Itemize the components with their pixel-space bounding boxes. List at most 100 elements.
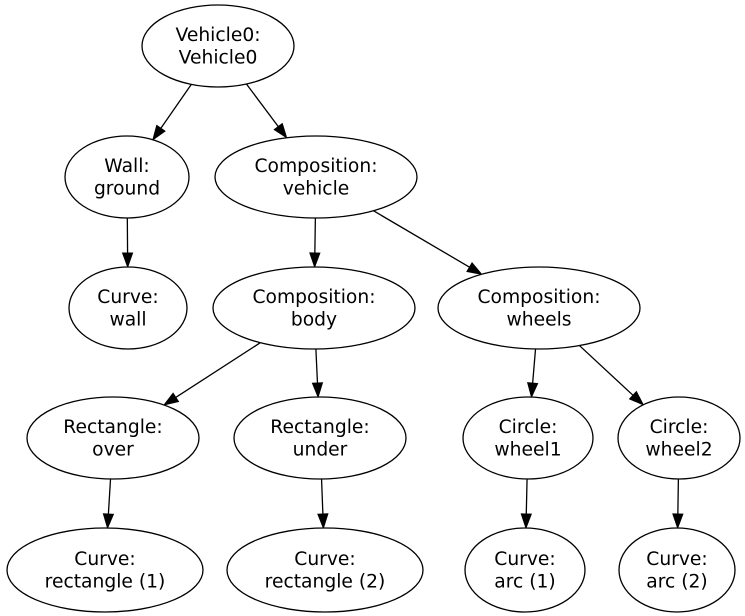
node-ellipse: [462, 396, 594, 480]
node-label: Curve:rectangle (2): [265, 549, 386, 593]
node-label-line: wheel2: [645, 440, 712, 461]
arrowhead-icon: [520, 513, 532, 530]
node-label: Curve:rectangle (1): [45, 549, 166, 593]
node-label-line: over: [92, 440, 134, 461]
node-composition-body: Composition:body: [212, 266, 416, 350]
edge-composition-vehicle-to-composition-body: [309, 217, 321, 269]
node-label: Wall:ground: [94, 156, 160, 200]
node-label: Composition:body: [252, 287, 375, 331]
edge-line: [531, 348, 537, 385]
node-ellipse: [233, 396, 407, 480]
node-ellipse: [214, 135, 418, 219]
edge-composition-body-to-rectangle-under: [311, 348, 324, 399]
node-curve-arc-2: Curve:arc (2): [618, 527, 736, 613]
node-label: Curve:arc (2): [646, 549, 707, 593]
edge-composition-body-to-rectangle-over: [162, 342, 261, 406]
node-label-line: Composition:: [254, 156, 377, 177]
edge-line: [320, 478, 324, 516]
edge-line: [107, 478, 112, 516]
node-label-line: Curve:: [494, 549, 555, 570]
edge-composition-wheels-to-circle-wheel2: [579, 345, 645, 406]
node-label-line: vehicle: [283, 179, 350, 200]
node-label-line: Rectangle:: [270, 417, 369, 438]
node-label: Composition:vehicle: [254, 156, 377, 200]
node-label-line: under: [293, 440, 348, 461]
arrowhead-icon: [317, 513, 329, 530]
node-label-line: arc (2): [646, 572, 707, 593]
node-ellipse: [6, 527, 204, 613]
edge-line: [373, 210, 471, 269]
edge-line: [245, 83, 280, 128]
node-label: Composition:wheels: [477, 287, 600, 331]
node-label-line: Circle:: [499, 417, 558, 438]
node-label: Curve:arc (1): [494, 549, 555, 593]
node-rectangle-under: Rectangle:under: [233, 396, 407, 480]
node-label-line: Rectangle:: [63, 417, 162, 438]
edge-line: [174, 342, 261, 399]
node-label-line: ground: [94, 179, 160, 200]
arrowhead-icon: [466, 262, 483, 276]
node-composition-vehicle: Composition:vehicle: [214, 135, 418, 219]
node-label-line: Curve:: [74, 549, 135, 570]
node-ellipse: [226, 527, 424, 613]
node-label-line: wall: [109, 310, 146, 331]
edge-circle-wheel1-to-curve-arc-1: [520, 478, 532, 530]
node-composition-wheels: Composition:wheels: [437, 266, 641, 350]
node-label-line: Vehicle0:: [175, 25, 260, 46]
node-curve-rectangle-2: Curve:rectangle (2): [226, 527, 424, 613]
node-label-line: Wall:: [104, 156, 149, 177]
node-ellipse: [617, 396, 741, 480]
node-label: Curve:wall: [97, 287, 158, 331]
node-curve-wall: Curve:wall: [68, 266, 188, 350]
arrowhead-icon: [628, 390, 645, 406]
node-ellipse: [26, 396, 200, 480]
node-label-line: rectangle (2): [265, 572, 386, 593]
node-label-line: Curve:: [294, 549, 355, 570]
arrowhead-icon: [309, 252, 321, 269]
edge-vehicle0-to-composition-vehicle: [245, 83, 288, 139]
edge-vehicle0-to-wall-ground: [152, 84, 192, 141]
node-ellipse: [212, 266, 416, 350]
node-label-line: arc (1): [494, 572, 555, 593]
node-label: Rectangle:over: [63, 417, 162, 461]
node-label-line: Curve:: [97, 287, 158, 308]
edge-line: [315, 348, 319, 385]
edge-line: [677, 478, 680, 516]
node-ellipse: [464, 527, 586, 613]
node-label-line: Circle:: [650, 417, 709, 438]
arrowhead-icon: [162, 392, 180, 406]
arrowhead-icon: [672, 513, 684, 530]
node-wall-ground: Wall:ground: [64, 135, 190, 219]
arrowhead-icon: [273, 122, 288, 139]
node-curve-arc-1: Curve:arc (1): [464, 527, 586, 613]
edge-line: [525, 478, 528, 516]
edge-composition-vehicle-to-composition-wheels: [373, 210, 483, 276]
arrowhead-icon: [526, 382, 539, 399]
node-label-line: Composition:: [477, 287, 600, 308]
arrowhead-icon: [102, 513, 115, 530]
node-label-line: rectangle (1): [45, 572, 166, 593]
edge-composition-wheels-to-circle-wheel1: [526, 348, 539, 399]
arrowhead-icon: [152, 124, 166, 141]
arrowhead-icon: [121, 252, 134, 269]
node-ellipse: [68, 266, 188, 350]
node-label: Vehicle0:Vehicle0: [175, 25, 260, 69]
node-label-line: Vehicle0: [179, 48, 258, 69]
node-circle-wheel1: Circle:wheel1: [462, 396, 594, 480]
edge-line: [314, 217, 317, 255]
node-ellipse: [437, 266, 641, 350]
edge-line: [159, 84, 192, 130]
arrowhead-icon: [311, 382, 324, 399]
edge-rectangle-under-to-curve-rectangle-2: [317, 478, 329, 530]
edge-rectangle-over-to-curve-rectangle-1: [102, 478, 115, 530]
node-circle-wheel2: Circle:wheel2: [617, 396, 741, 480]
node-rectangle-over: Rectangle:over: [26, 396, 200, 480]
node-label-line: Composition:: [252, 287, 375, 308]
node-label: Circle:wheel1: [494, 417, 561, 461]
node-ellipse: [618, 527, 736, 613]
edge-circle-wheel2-to-curve-arc-2: [672, 478, 684, 530]
node-ellipse: [141, 4, 295, 88]
node-label-line: wheels: [506, 310, 571, 331]
node-label-line: body: [291, 310, 337, 331]
